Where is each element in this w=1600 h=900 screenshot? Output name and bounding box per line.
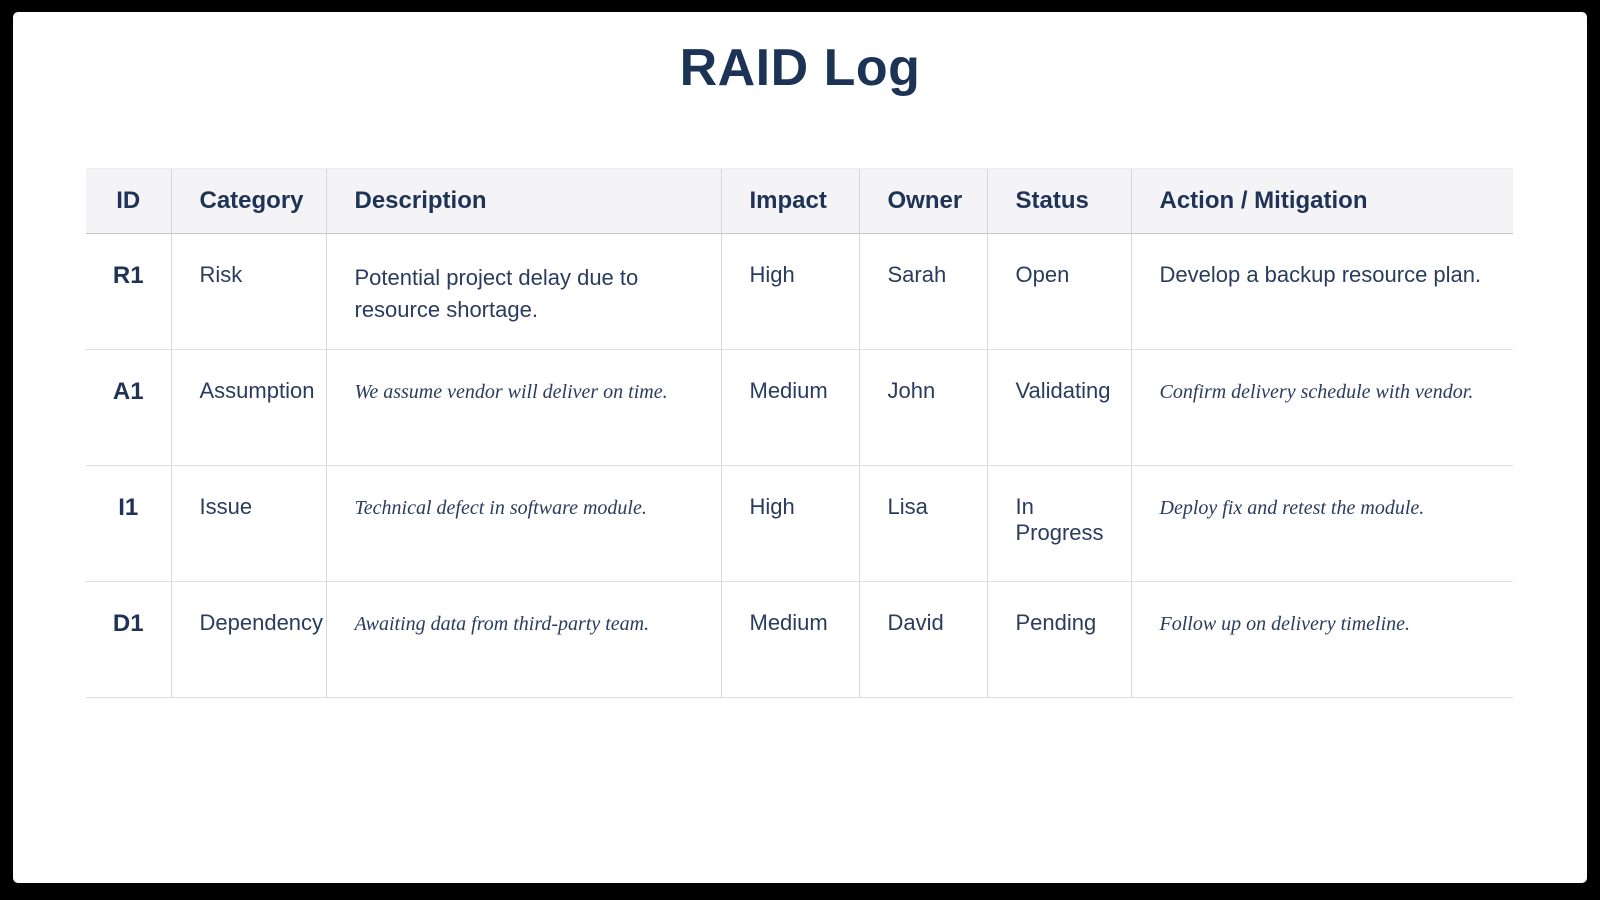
cell-action: Follow up on delivery timeline. <box>1130 581 1513 698</box>
cell-category: Dependency <box>170 581 326 698</box>
table-body: R1 Risk Potential project delay due to r… <box>86 233 1513 698</box>
cell-id: I1 <box>86 465 171 582</box>
action-text: Confirm delivery schedule with vendor. <box>1159 381 1474 403</box>
header-action-mitigation: Action / Mitigation <box>1130 168 1513 234</box>
cell-description: Awaiting data from third-party team. <box>325 581 721 698</box>
cell-owner: David <box>858 581 987 698</box>
cell-category: Issue <box>170 465 326 582</box>
header-status: Status <box>986 168 1131 234</box>
cell-category: Assumption <box>170 349 326 466</box>
description-text: Technical defect in software module. <box>354 497 647 519</box>
cell-action: Develop a backup resource plan. <box>1130 233 1513 350</box>
cell-id: D1 <box>86 581 171 698</box>
cell-impact: Medium <box>720 581 859 698</box>
table-row-dependency: D1 Dependency Awaiting data from third-p… <box>86 581 1513 698</box>
cell-category: Risk <box>170 233 326 350</box>
page-canvas: RAID Log ID Category Description Impact … <box>13 12 1587 883</box>
cell-id: R1 <box>86 233 171 350</box>
header-category: Category <box>170 168 326 234</box>
header-row: ID Category Description Impact Owner Sta… <box>86 168 1513 234</box>
cell-impact: High <box>720 233 859 350</box>
table-row-risk: R1 Risk Potential project delay due to r… <box>86 233 1513 350</box>
description-text: Awaiting data from third-party team. <box>354 613 650 635</box>
cell-id: A1 <box>86 349 171 466</box>
header-id: ID <box>86 168 171 234</box>
cell-status: Pending <box>986 581 1131 698</box>
header-impact: Impact <box>720 168 859 234</box>
page-title: RAID Log <box>679 39 921 97</box>
cell-impact: High <box>720 465 859 582</box>
description-text: Potential project delay due to resource … <box>354 265 639 322</box>
action-text: Follow up on delivery timeline. <box>1159 613 1411 635</box>
action-text: Deploy fix and retest the module. <box>1159 497 1425 519</box>
cell-owner: Lisa <box>858 465 987 582</box>
cell-status: Validating <box>986 349 1131 466</box>
header-owner: Owner <box>858 168 987 234</box>
header-description: Description <box>325 168 721 234</box>
cell-action: Deploy fix and retest the module. <box>1130 465 1513 582</box>
cell-description: Technical defect in software module. <box>325 465 721 582</box>
cell-impact: Medium <box>720 349 859 466</box>
table-row-issue: I1 Issue Technical defect in software mo… <box>86 465 1513 582</box>
cell-status: Open <box>986 233 1131 350</box>
description-text: We assume vendor will deliver on time. <box>354 381 668 403</box>
table-header: ID Category Description Impact Owner Sta… <box>86 168 1513 234</box>
cell-owner: John <box>858 349 987 466</box>
cell-description: Potential project delay due to resource … <box>325 233 721 350</box>
cell-owner: Sarah <box>858 233 987 350</box>
cell-action: Confirm delivery schedule with vendor. <box>1130 349 1513 466</box>
raid-log-table: ID Category Description Impact Owner Sta… <box>86 168 1513 698</box>
cell-description: We assume vendor will deliver on time. <box>325 349 721 466</box>
cell-status: In Progress <box>986 465 1131 582</box>
table-row-assumption: A1 Assumption We assume vendor will deli… <box>86 349 1513 466</box>
